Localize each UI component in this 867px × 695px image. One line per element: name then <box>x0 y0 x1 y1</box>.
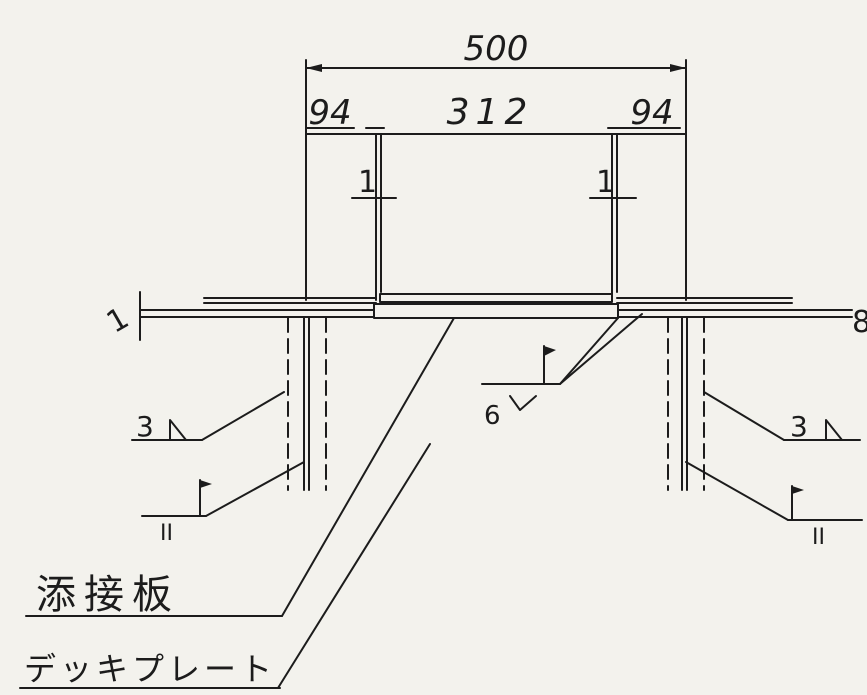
left-edge-dimension-value: 94 <box>308 93 351 133</box>
left-fillet-leader <box>201 391 285 441</box>
splice-plate-label: 添接板 <box>36 572 180 618</box>
right-fillet-leader <box>703 391 785 441</box>
right-fillet-size: 3 <box>790 410 808 443</box>
center-groove-symbol-icon <box>509 395 537 411</box>
deck-plate-leader <box>277 443 431 689</box>
right-bottom-weld-leader <box>685 461 789 521</box>
center-weld-size: 6 <box>484 401 501 431</box>
overall-dimension-value: 500 <box>464 29 529 69</box>
left-reference-marker: 1 <box>358 165 377 200</box>
center-field-weld-flag-icon <box>544 346 556 356</box>
left-plate-mark: 1 <box>101 301 135 341</box>
right-reference-marker: 1 <box>596 165 615 200</box>
splice-plate-leader <box>281 317 455 617</box>
left-field-weld-flag-icon <box>200 480 212 488</box>
right-edge-dimension-value: 94 <box>630 93 673 133</box>
deck-plate-label: デッキプレート <box>24 650 276 688</box>
left-fillet-size: 3 <box>136 410 154 443</box>
overall-dimension-arrow-right <box>670 64 686 72</box>
right-fillet-symbol-icon <box>825 419 843 441</box>
center-weld-leader-2 <box>559 313 643 385</box>
left-bottom-symbol: II <box>160 521 173 546</box>
right-plate-mark: 8 <box>852 305 867 340</box>
overall-dimension-arrow-left <box>306 64 322 72</box>
right-bottom-symbol: II <box>812 525 825 550</box>
splice-plate-outline <box>379 293 613 303</box>
right-field-weld-flag-icon <box>792 486 804 494</box>
left-bottom-weld-leader <box>205 461 305 517</box>
center-weld-leader-1 <box>559 317 619 385</box>
left-fillet-symbol-icon <box>169 419 187 441</box>
deck-plate-outline <box>373 303 619 319</box>
center-dimension-value: 312 <box>447 92 534 133</box>
